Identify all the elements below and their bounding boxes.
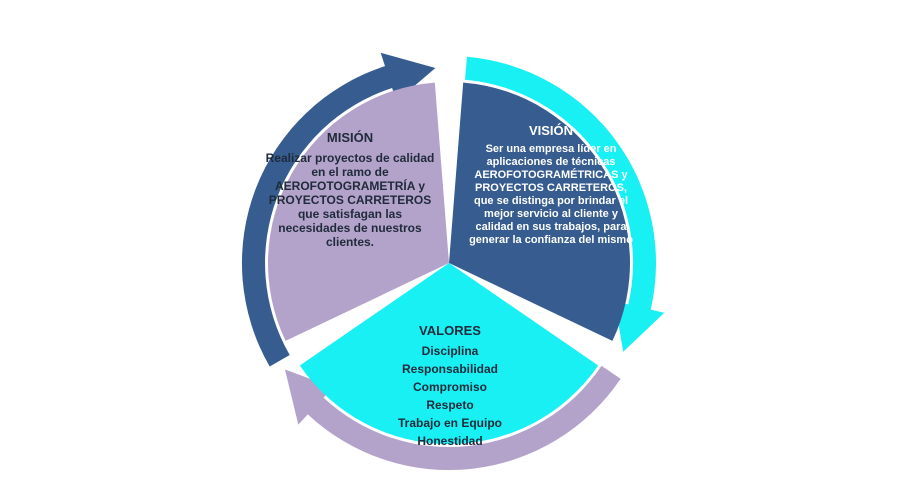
valores-arrow-band	[285, 365, 621, 471]
valores-segment	[299, 263, 599, 445]
valores-item-respeto: Respeto	[426, 398, 474, 412]
mision-description: Realizar proyectos de calidad en el ramo…	[265, 151, 435, 249]
valores-item-honestidad: Honestidad	[417, 434, 483, 448]
valores-block: VALORES Disciplina Responsabilidad Compr…	[370, 322, 530, 450]
valores-item-responsabilidad: Responsabilidad	[401, 362, 499, 376]
mision-segment	[267, 82, 449, 341]
vision-title: VISIÓN	[528, 123, 574, 138]
valores-item-compromiso: Compromiso	[412, 380, 487, 394]
vision-segment	[449, 82, 631, 341]
mision-title: MISIÓN	[326, 130, 374, 145]
vision-description: Ser una empresa líder en aplicaciones de…	[469, 143, 633, 246]
vision-block: VISIÓN Ser una empresa líder en aplicaci…	[468, 124, 634, 247]
mision-arrow-band	[241, 52, 436, 367]
valores-item-disciplina: Disciplina	[421, 344, 479, 358]
valores-item-trabajo-en-equipo: Trabajo en Equipo	[397, 416, 502, 430]
valores-title: VALORES	[419, 323, 481, 338]
mision-block: MISIÓN Realizar proyectos de calidad en …	[262, 130, 438, 250]
vision-arrow-band	[465, 56, 665, 352]
